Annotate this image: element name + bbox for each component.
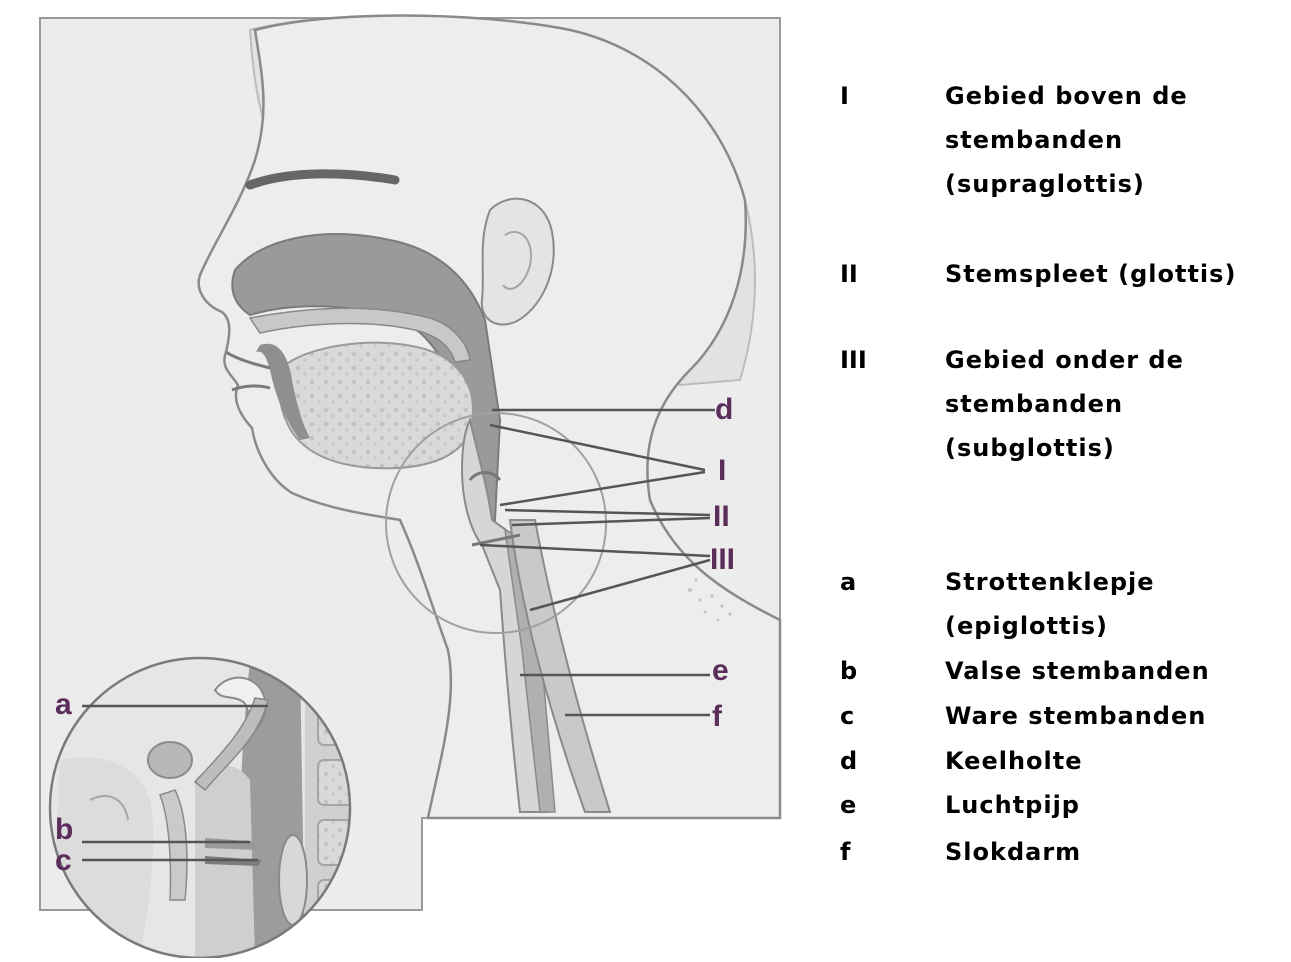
callout-label-d: d (715, 395, 733, 425)
legend: I Gebied boven de stembanden (supraglott… (840, 0, 1291, 958)
legend-line: Valse stembanden (945, 649, 1291, 693)
legend-line: Slokdarm (945, 830, 1291, 874)
legend-line: Gebied onder de (945, 338, 1291, 382)
legend-line: Ware stembanden (945, 694, 1291, 738)
tongue (279, 343, 473, 469)
legend-description: Valse stembanden (945, 649, 1291, 693)
head-neck-drawing (0, 0, 800, 958)
callout-label-I: I (718, 456, 726, 486)
legend-line: Gebied boven de (945, 74, 1291, 118)
legend-key: d (840, 739, 920, 783)
legend-description: Strottenklepje (epiglottis) (945, 560, 1291, 648)
legend-line: stembanden (945, 382, 1291, 426)
legend-line: Stemspleet (glottis) (945, 252, 1291, 296)
callout-label-e: e (712, 656, 729, 686)
legend-key: b (840, 649, 920, 693)
legend-description: Slokdarm (945, 830, 1291, 874)
legend-line: Strottenklepje (945, 560, 1291, 604)
legend-line: (epiglottis) (945, 604, 1291, 648)
callout-label-III: III (710, 545, 735, 575)
legend-key: III (840, 338, 920, 382)
legend-key: f (840, 830, 920, 874)
legend-line: stembanden (945, 118, 1291, 162)
legend-key: I (840, 74, 920, 118)
legend-line: Keelholte (945, 739, 1291, 783)
legend-description: Ware stembanden (945, 694, 1291, 738)
legend-description: Gebied boven de stembanden (supraglottis… (945, 74, 1291, 206)
legend-description: Gebied onder de stembanden (subglottis) (945, 338, 1291, 470)
legend-description: Luchtpijp (945, 783, 1291, 827)
callout-label-II: II (713, 502, 730, 532)
callout-label-a: a (55, 690, 72, 720)
legend-line: Luchtpijp (945, 783, 1291, 827)
legend-key: c (840, 694, 920, 738)
callout-label-c: c (55, 846, 72, 876)
callout-label-f: f (712, 702, 722, 732)
legend-key: II (840, 252, 920, 296)
anatomy-illustration: d I II III e f a b c (0, 0, 800, 958)
legend-description: Stemspleet (glottis) (945, 252, 1291, 296)
legend-key: a (840, 560, 920, 604)
callout-label-b: b (55, 815, 73, 845)
legend-line: (supraglottis) (945, 162, 1291, 206)
legend-line: (subglottis) (945, 426, 1291, 470)
legend-key: e (840, 783, 920, 827)
legend-description: Keelholte (945, 739, 1291, 783)
